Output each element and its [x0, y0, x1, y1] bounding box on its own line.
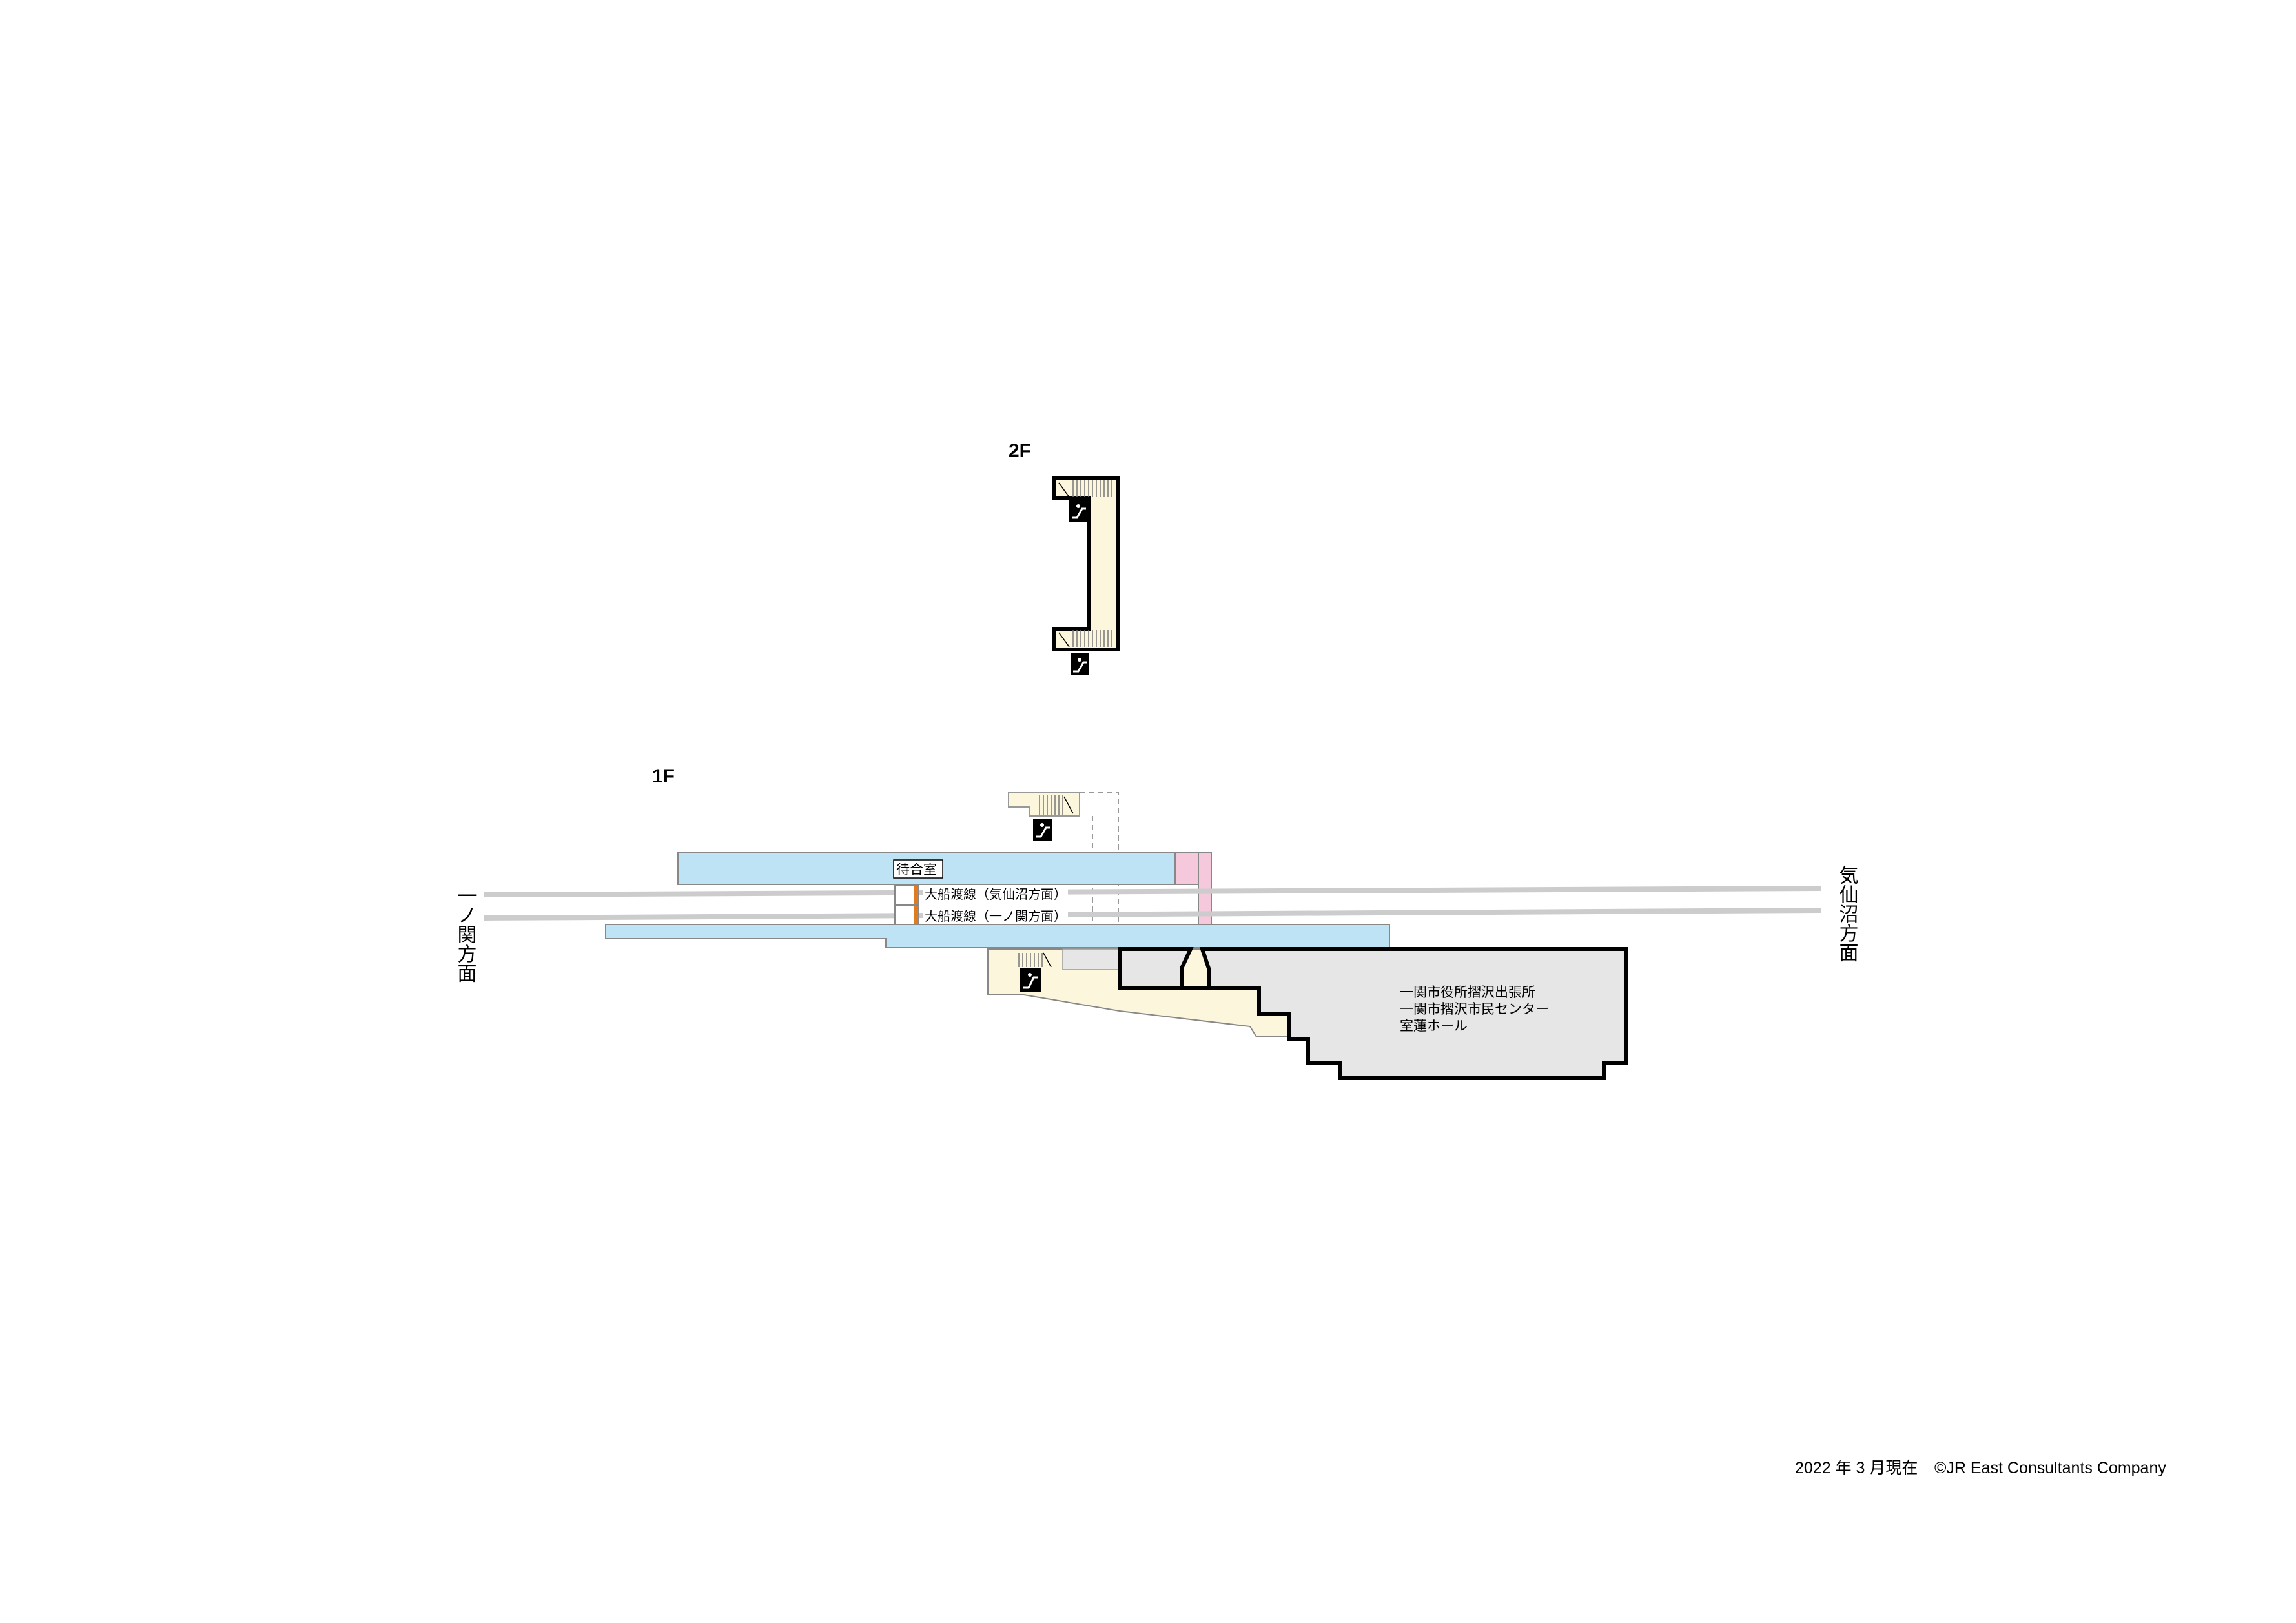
track-label-bg — [923, 887, 1068, 903]
facility-label-line1: 一関市役所摺沢出張所 — [1400, 985, 1535, 1000]
facility-label-line3: 室蓮ホール — [1400, 1018, 1468, 1034]
escalator-icon — [1033, 819, 1052, 841]
track-label-bg — [923, 909, 1068, 924]
floor-label-2f: 2F — [1009, 440, 1031, 462]
waiting-room-box — [893, 859, 943, 879]
escalator-icon — [1020, 968, 1041, 992]
floor-2f-plan — [1052, 476, 1120, 675]
escalator-icon — [1069, 500, 1087, 522]
footer-date: 2022 年 3 月現在 — [1795, 1459, 1918, 1477]
floor-1f-plan: 大船渡線（気仙沼方面） 大船渡線（一ノ関方面） 待合室 一関市役所摺沢出張所 一… — [484, 792, 1821, 1080]
concourse-2f — [1052, 476, 1120, 651]
floor-label-1f: 1F — [652, 766, 675, 787]
rail-lines — [484, 886, 1821, 921]
direction-label-ichinoseki: 一ノ関方面 — [454, 886, 477, 983]
entrance-concourse — [1008, 792, 1080, 817]
ticket-area — [1062, 948, 1119, 970]
stairs-icon — [1039, 795, 1074, 815]
track-label-kesennuma: 大船渡線（気仙沼方面） — [925, 886, 1067, 902]
escalator-icon — [1071, 653, 1089, 675]
overhead-passage-outline — [1080, 792, 1119, 984]
stairs-icon — [1058, 480, 1112, 498]
facility-label-line2: 一関市摺沢市民センター — [1400, 1001, 1549, 1017]
track-label-ichinoseki: 大船渡線（一ノ関方面） — [925, 908, 1067, 924]
platform-south — [605, 924, 1390, 948]
civic-facility-building — [1118, 947, 1628, 1080]
direction-label-kesennuma: 気仙沼方面 — [1836, 865, 1859, 962]
direction-east: 気仙沼方面 — [1836, 865, 1859, 962]
toilet-area — [1174, 852, 1202, 885]
direction-west: 一ノ関方面 — [454, 886, 477, 983]
footer-copyright: ©JR East Consultants Company — [1934, 1459, 2166, 1477]
stairs-icon — [1018, 952, 1052, 968]
waiting-room-label: 待合室 — [896, 862, 937, 877]
stairs-icon — [1058, 630, 1112, 648]
